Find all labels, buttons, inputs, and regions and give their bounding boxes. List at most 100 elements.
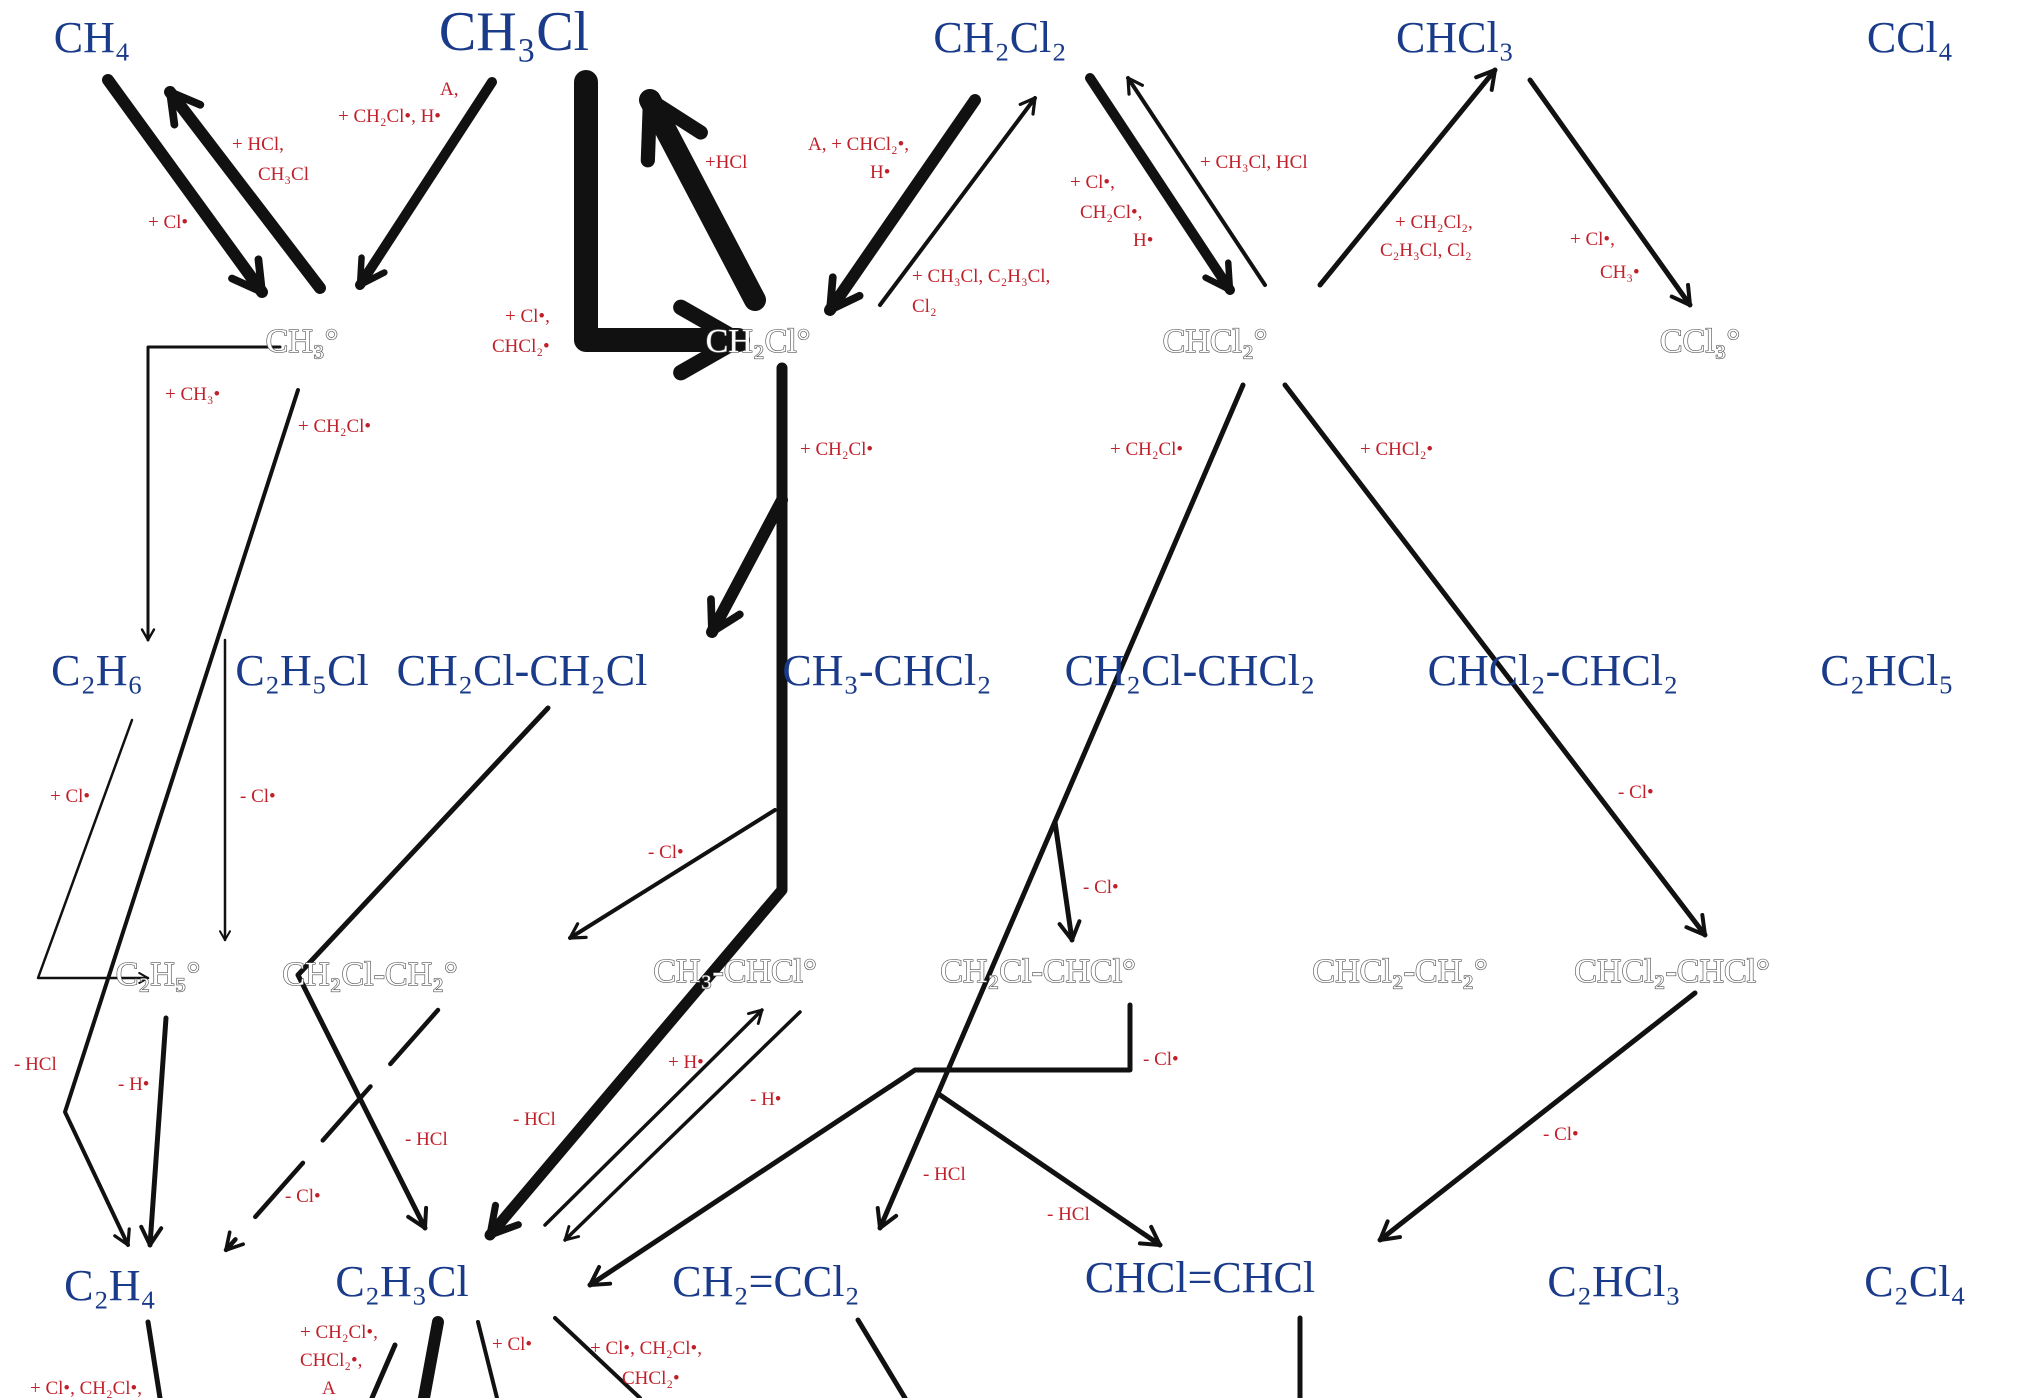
edge-c2h3cl-down-2 — [369, 1342, 398, 1398]
reaction-edges — [36, 67, 1708, 1398]
edge-chcl2chcl-to-chclchcl — [1377, 990, 1698, 1243]
rx-label: + Cl• — [148, 212, 188, 233]
edge-ch2clch2-to-c2h4 — [223, 1007, 441, 1253]
edge-c2h5-to-c2h4 — [139, 1015, 169, 1248]
edge-ch2cl-to-ch2cl2 — [878, 96, 1037, 307]
edge-ch2clch2cl-to-c2h3cl — [295, 705, 551, 1231]
rx-label: + Cl•, — [1570, 229, 1615, 250]
species-c2h4: C₂H₄ — [64, 1261, 156, 1310]
species-c2h3cl: C₂H₃Cl — [335, 1257, 468, 1306]
rx-label: - H• — [750, 1089, 781, 1110]
edge-chcl2-to-ch2ccl2 — [875, 382, 1246, 1231]
rx-label: + Cl•, CH₂Cl•, — [30, 1378, 142, 1398]
rx-label: + Cl•, — [505, 306, 550, 327]
radical-chcl2-ch2: CHCl₂-CH₂° — [1312, 953, 1487, 990]
edge-c2h3cl-down-4 — [553, 1316, 642, 1398]
rx-label: - H• — [118, 1074, 149, 1095]
species-c2cl4: C₂Cl₄ — [1864, 1257, 1966, 1306]
radical-c2h5: C₂H₅° — [116, 956, 201, 993]
edge-ch3-to-ch4 — [164, 86, 326, 294]
species-ch2cl2: CH₂Cl₂ — [933, 13, 1066, 62]
rx-label: CHCl₂• — [492, 336, 550, 357]
edge-to-ch2clchcl — [1052, 819, 1082, 943]
edge-ch3-to-c2h4 — [63, 388, 300, 1247]
rx-label: - Cl• — [285, 1186, 321, 1207]
rx-label: A, + CHCl₂•, — [808, 134, 909, 155]
rx-label: - HCl — [513, 1109, 556, 1130]
rx-label: - Cl• — [240, 786, 276, 807]
rx-label: - HCl — [405, 1129, 448, 1150]
radical-ccl3: CCl₃° — [1660, 323, 1740, 360]
species-ch2cl-ch2cl: CH₂Cl-CH₂Cl — [397, 646, 648, 695]
rx-label: C₂H₃Cl, Cl₂ — [1380, 240, 1472, 261]
rx-label: + CH₂Cl• — [298, 416, 371, 437]
rx-label: + CH₂Cl₂, — [1395, 212, 1473, 233]
edge-c2h3cl-down-3 — [476, 1320, 499, 1398]
rx-label: + Cl• — [50, 786, 90, 807]
rx-label: - HCl — [923, 1164, 966, 1185]
species-c2hcl3: C₂HCl₃ — [1547, 1257, 1680, 1306]
rx-label: - Cl• — [648, 842, 684, 863]
edge-ch2cl2-to-chcl2 — [1085, 73, 1235, 295]
edge-ch3cl-to-ch3 — [355, 77, 497, 290]
edge-ch2clchcl-to-c2h3cl — [587, 1002, 1133, 1288]
edge-ch3cl-to-ch2cl — [574, 70, 750, 381]
radical-chcl2: CHCl₂° — [1163, 323, 1268, 360]
rx-label: CH₂Cl•, — [1080, 202, 1142, 223]
edge-ch3chcl-to-c2h3cl — [563, 1010, 802, 1242]
rx-label: + CHCl₂• — [1360, 439, 1433, 460]
species-ccl4: CCl₄ — [1867, 13, 1953, 62]
rx-label: + CH₃• — [165, 384, 220, 405]
edge-ch2cl-down — [484, 362, 788, 1241]
edge-ch4-to-ch3 — [102, 74, 268, 298]
species-ch2cl-chcl2: CH₂Cl-CHCl₂ — [1065, 646, 1316, 695]
edge-chcl2-to-ch2cl2 — [1126, 76, 1267, 287]
edge-chcl2-to-chcl2chcl — [1282, 382, 1708, 938]
rx-label: A, — [440, 79, 458, 100]
rx-label: - HCl — [1047, 1204, 1090, 1225]
rx-label: - Cl• — [1618, 782, 1654, 803]
species-c2hcl5: C₂HCl₅ — [1820, 646, 1953, 695]
rx-label: + CH₂Cl•, H• — [338, 106, 441, 127]
rx-label: + Cl•, CH₂Cl•, — [590, 1338, 702, 1359]
rx-label: CH₃Cl — [258, 164, 309, 185]
radical-ch2cl: CH₂Cl° — [706, 323, 811, 360]
edge-ch2cl-to-ch2clch2cl — [706, 494, 788, 638]
rx-label: Cl₂ — [912, 296, 937, 317]
species-ch4: CH₄ — [54, 13, 130, 62]
radical-chcl2-chcl: CHCl₂-CHCl° — [1574, 953, 1769, 990]
edge-ch3-to-c2h6 — [140, 345, 282, 642]
rx-label: + CH₃Cl, HCl — [1200, 152, 1308, 173]
rx-label: H• — [1133, 230, 1153, 251]
edge-ch2cl2-to-ch2cl — [824, 94, 981, 316]
radical-species: CH₃° CH₂Cl° CHCl₂° CCl₃° C₂H₅° CH₂Cl-CH₂… — [115, 322, 1770, 993]
rx-label: CH₃• — [1600, 262, 1640, 283]
radical-ch3-chcl: CH₃-CHCl° — [653, 953, 816, 990]
rx-label: +HCl — [705, 152, 747, 173]
rx-label: H• — [870, 162, 890, 183]
edge-ch2ccl2-down — [855, 1317, 908, 1398]
rx-label: - HCl — [14, 1054, 57, 1075]
edge-chcl2-to-chcl3 — [1317, 67, 1498, 288]
species-chcl-chcl: CHCl=CHCl — [1085, 1253, 1315, 1302]
radical-ch2cl-chcl: CH₂Cl-CHCl° — [940, 953, 1135, 990]
radical-ch2cl-ch2: CH₂Cl-CH₂° — [282, 956, 457, 993]
edge-c2h3cl-down-1 — [418, 1316, 444, 1398]
edge-c2h4-down — [145, 1319, 163, 1398]
edge-to-ch2clch2 — [568, 808, 777, 940]
rx-label: + H• — [668, 1052, 704, 1073]
rx-label: - Cl• — [1543, 1124, 1579, 1145]
rx-label: CHCl₂• — [622, 1368, 680, 1389]
edge-chcl3-to-ccl3 — [1527, 77, 1693, 308]
rx-label: + CH₂Cl•, — [300, 1322, 378, 1343]
species-c2h6: C₂H₆ — [51, 646, 143, 695]
rx-label: + CH₃Cl, C₂H₃Cl, — [912, 266, 1050, 287]
edge-to-chclchcl — [937, 1092, 1163, 1248]
rx-label: + CH₂Cl• — [800, 439, 873, 460]
species-chcl2-chcl2: CHCl₂-CHCl₂ — [1428, 646, 1679, 695]
species-ch2-ccl2: CH₂=CCl₂ — [672, 1257, 860, 1306]
edge-c2h6-to-c2h5 — [36, 718, 150, 984]
rx-label: + CH₂Cl• — [1110, 439, 1183, 460]
radical-ch3: CH₃° — [266, 323, 339, 360]
